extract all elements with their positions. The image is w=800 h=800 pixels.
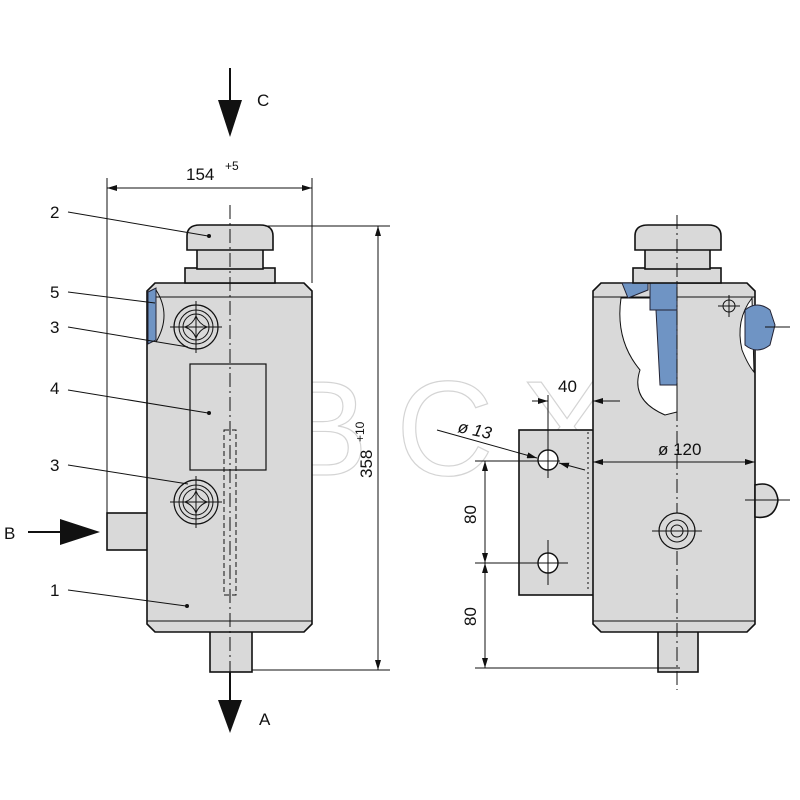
side-bolt-upper	[744, 304, 776, 351]
flow-label-b: B	[4, 524, 15, 543]
outlet-stem	[657, 629, 699, 673]
dim-width-tolerance: +5	[225, 159, 239, 173]
dim-height-tolerance: +10	[353, 421, 367, 442]
callout-3-upper: 3	[50, 318, 189, 348]
callout-4: 4	[50, 379, 211, 415]
svg-text:3: 3	[50, 318, 59, 337]
svg-text:2: 2	[50, 203, 59, 222]
svg-text:3: 3	[50, 456, 59, 475]
section-cutaway	[147, 287, 157, 345]
flow-label-c: C	[257, 91, 269, 110]
svg-text:4: 4	[50, 379, 59, 398]
screw-upper	[170, 301, 222, 353]
callout-2: 2	[50, 203, 211, 238]
dim-offset-40: 40	[558, 377, 577, 396]
svg-text:1: 1	[50, 581, 59, 600]
dim-height-value: 358	[357, 450, 376, 478]
flow-arrow-c	[218, 68, 242, 137]
dim-spacing-upper: 80	[461, 505, 480, 524]
screw-lower	[170, 476, 222, 528]
outlet-stem-a	[209, 629, 253, 673]
svg-text:5: 5	[50, 283, 59, 302]
dim-width-value: 154	[186, 165, 214, 184]
dim-spacing-lower: 80	[461, 607, 480, 626]
callout-3-lower: 3	[50, 456, 189, 485]
front-view: 154 +5 358 +10 C A B 2	[4, 68, 390, 733]
cap-knob-side	[634, 224, 722, 251]
center-fitting	[652, 512, 702, 550]
callout-1: 1	[50, 581, 189, 608]
flow-arrow-a	[218, 672, 242, 733]
inlet-port-b	[106, 512, 150, 551]
side-view: 40 ø 13 ø 120 80 80	[436, 215, 790, 690]
flow-label-a: A	[259, 710, 271, 729]
nameplate-window	[189, 363, 267, 471]
side-bolt-lower	[754, 483, 779, 519]
dim-body-diameter: ø 120	[658, 440, 701, 459]
callout-5: 5	[50, 283, 156, 304]
flow-arrow-b	[28, 519, 100, 545]
